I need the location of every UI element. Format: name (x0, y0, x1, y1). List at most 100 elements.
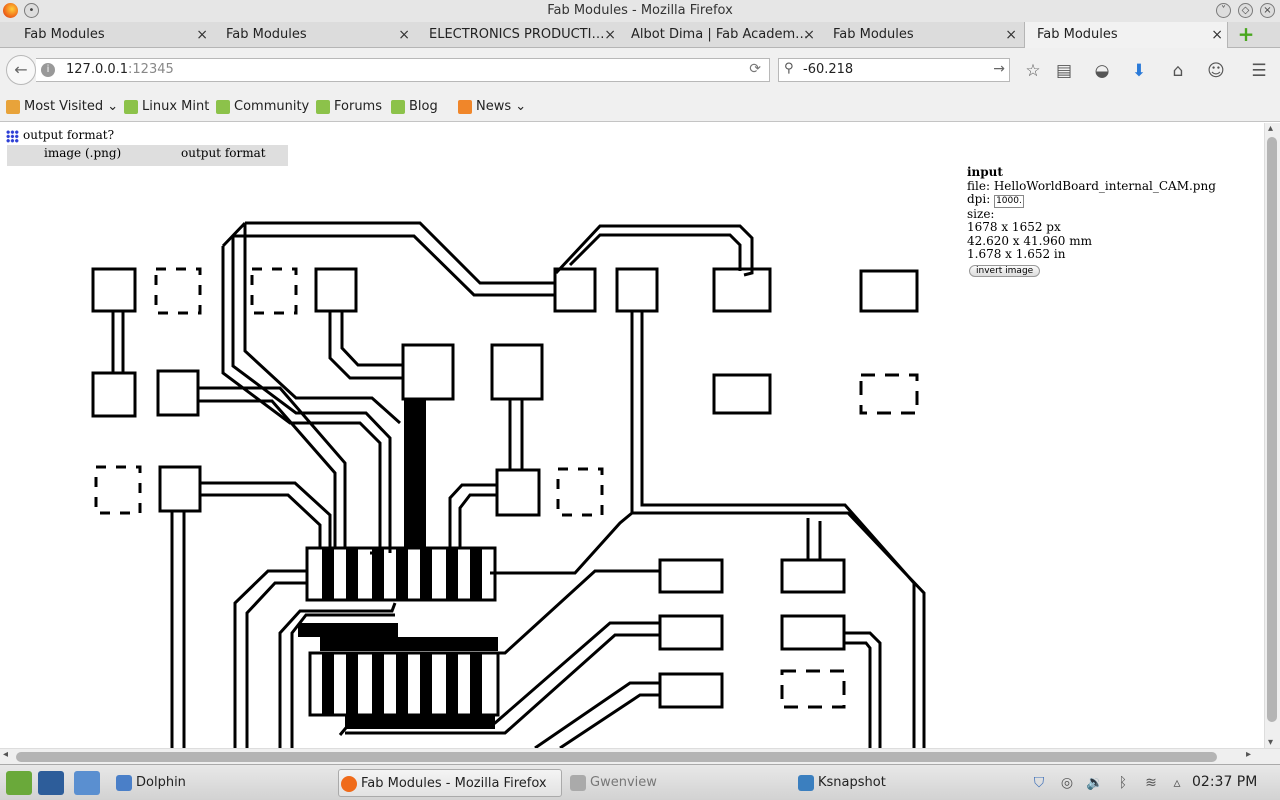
dpi-input[interactable] (994, 194, 1025, 208)
tab-label: Fab Modules (833, 27, 914, 42)
downloads-icon[interactable]: ⬇ (1131, 61, 1147, 81)
reload-icon[interactable]: ⟳ (749, 61, 761, 77)
tab-2[interactable]: Fab Modules × (202, 22, 414, 48)
menu-icon[interactable]: ☰ (1251, 61, 1267, 81)
close-tab-icon[interactable]: × (803, 27, 815, 43)
tray-expand-icon[interactable]: ▵ (1173, 775, 1181, 791)
bookmark-community[interactable]: Community (216, 98, 309, 116)
size-mm: 42.620 x 41.960 mm (967, 233, 1092, 248)
tab-label: Fab Modules (226, 27, 307, 42)
invert-image-button[interactable]: invert image (969, 264, 1041, 277)
size-label: size: (967, 206, 995, 221)
dpi-row: dpi: (967, 192, 1216, 208)
page-content: output format? image (.png) output forma… (0, 123, 1264, 748)
bookmark-most-visited[interactable]: Most Visited ⌄ (6, 98, 118, 116)
search-icon: ⚲ (784, 61, 794, 76)
show-desktop-icon[interactable] (38, 771, 64, 795)
bookmark-forums[interactable]: Forums (316, 98, 382, 116)
scroll-down-icon[interactable]: ▾ (1268, 737, 1274, 748)
format-bar: image (.png) output format (7, 145, 288, 166)
output-format-prompt: output format? (6, 128, 114, 143)
mint-icon (216, 100, 230, 114)
taskbar-item-ksnapshot[interactable]: Ksnapshot (796, 769, 1006, 797)
file-row: file: HelloWorldBoard_internal_CAM.png (967, 178, 1216, 193)
mint-icon (124, 100, 138, 114)
bookmark-blog[interactable]: Blog (391, 98, 438, 116)
scroll-left-icon[interactable]: ◂ (3, 749, 9, 760)
wifi-icon[interactable]: ≋ (1145, 775, 1157, 791)
title-bar: • Fab Modules - Mozilla Firefox ˅ ◇ × (0, 0, 1280, 22)
bluetooth-icon[interactable]: ᛒ (1118, 775, 1128, 791)
tab-label: ELECTRONICS PRODUCTI… (429, 27, 605, 42)
network-icon[interactable]: ◎ (1060, 775, 1074, 791)
mint-icon (391, 100, 405, 114)
vertical-scroll-thumb[interactable] (1267, 137, 1277, 722)
bookmark-linux-mint[interactable]: Linux Mint (124, 98, 209, 116)
tab-label: Fab Modules (24, 27, 105, 42)
new-tab-button[interactable]: + (1237, 22, 1255, 46)
mint-icon (316, 100, 330, 114)
volume-icon[interactable]: 🔉 (1086, 775, 1104, 791)
url-bar[interactable]: i 127.0.0.1:12345 ⟳ (36, 58, 770, 82)
close-tab-icon[interactable]: × (604, 27, 616, 43)
window-title: Fab Modules - Mozilla Firefox (547, 3, 733, 18)
taskbar-item-gwenview[interactable]: Gwenview (568, 769, 778, 797)
tab-1[interactable]: Fab Modules × (0, 22, 212, 48)
back-button[interactable]: ← (6, 55, 36, 85)
site-info-icon[interactable]: i (41, 63, 55, 77)
ksnapshot-icon (798, 775, 814, 791)
start-menu-icon[interactable] (6, 771, 32, 795)
search-input[interactable]: -60.218 (803, 62, 854, 77)
tab-strip: Fab Modules × Fab Modules × ELECTRONICS PR… (0, 22, 1280, 49)
size-px: 1678 x 1652 px (967, 220, 1061, 234)
close-tab-icon[interactable]: × (196, 27, 208, 43)
vertical-scrollbar[interactable]: ▴ ▾ (1264, 123, 1280, 748)
pcb-trace-image (91, 221, 926, 748)
file-name: HelloWorldBoard_internal_CAM.png (993, 178, 1216, 193)
input-heading: input (967, 165, 1003, 179)
most-visited-icon (6, 100, 20, 114)
bookmark-star-icon[interactable]: ☆ (1025, 61, 1041, 81)
tab-label: Fab Modules (1037, 27, 1118, 42)
bookmarks-toolbar: Most Visited ⌄ Linux Mint Community Foru… (0, 92, 1280, 122)
security-shield-icon[interactable]: ⛉ (1033, 775, 1045, 791)
pocket-icon[interactable]: ◒ (1094, 61, 1110, 81)
input-format-button[interactable]: image (.png) (44, 146, 122, 160)
scroll-up-icon[interactable]: ▴ (1268, 123, 1274, 134)
search-go-icon[interactable]: → (993, 61, 1005, 77)
horizontal-scrollbar[interactable]: ◂ ▸ (0, 748, 1280, 764)
gwenview-icon (570, 775, 586, 791)
clock[interactable]: 02:37 PM (1192, 774, 1258, 790)
tab-6-active[interactable]: Fab Modules × (1024, 22, 1228, 49)
navigation-bar: ← i 127.0.0.1:12345 ⟳ ⚲ -60.218 → ☆ ▤ ◒ … (0, 48, 1280, 92)
minimize-button[interactable]: ˅ (1216, 3, 1231, 18)
firefox-icon (341, 776, 357, 792)
size-in: 1.678 x 1.652 in (967, 247, 1066, 261)
bookmark-news[interactable]: News ⌄ (458, 98, 526, 116)
firefox-logo-icon (3, 3, 18, 18)
close-tab-icon[interactable]: × (1005, 27, 1017, 43)
close-tab-icon[interactable]: × (398, 27, 410, 43)
search-bar[interactable]: ⚲ -60.218 → (778, 58, 1010, 82)
hello-chat-icon[interactable]: ☺ (1207, 61, 1225, 81)
close-tab-icon[interactable]: × (1211, 27, 1223, 43)
window-menu-icon[interactable]: • (24, 3, 39, 18)
dolphin-icon (116, 775, 132, 791)
file-manager-launcher-icon[interactable] (74, 771, 100, 795)
taskbar-item-firefox[interactable]: Fab Modules - Mozilla Firefox (338, 769, 562, 797)
close-window-button[interactable]: × (1260, 3, 1275, 18)
scroll-right-icon[interactable]: ▸ (1246, 749, 1252, 760)
horizontal-scroll-thumb[interactable] (16, 752, 1217, 762)
url-text: 127.0.0.1:12345 (66, 62, 174, 77)
taskbar-item-dolphin[interactable]: Dolphin (114, 769, 324, 797)
fab-grid-icon (6, 130, 19, 143)
tab-5[interactable]: Fab Modules × (809, 22, 1021, 48)
home-icon[interactable]: ⌂ (1172, 61, 1184, 81)
maximize-button[interactable]: ◇ (1238, 3, 1253, 18)
output-format-button[interactable]: output format (181, 146, 266, 160)
tab-4[interactable]: Albot Dima | Fab Academ…× (607, 22, 819, 48)
tab-3[interactable]: ELECTRONICS PRODUCTI…× (405, 22, 620, 48)
tab-label: Albot Dima | Fab Academ… (631, 27, 809, 42)
reader-list-icon[interactable]: ▤ (1055, 61, 1073, 81)
